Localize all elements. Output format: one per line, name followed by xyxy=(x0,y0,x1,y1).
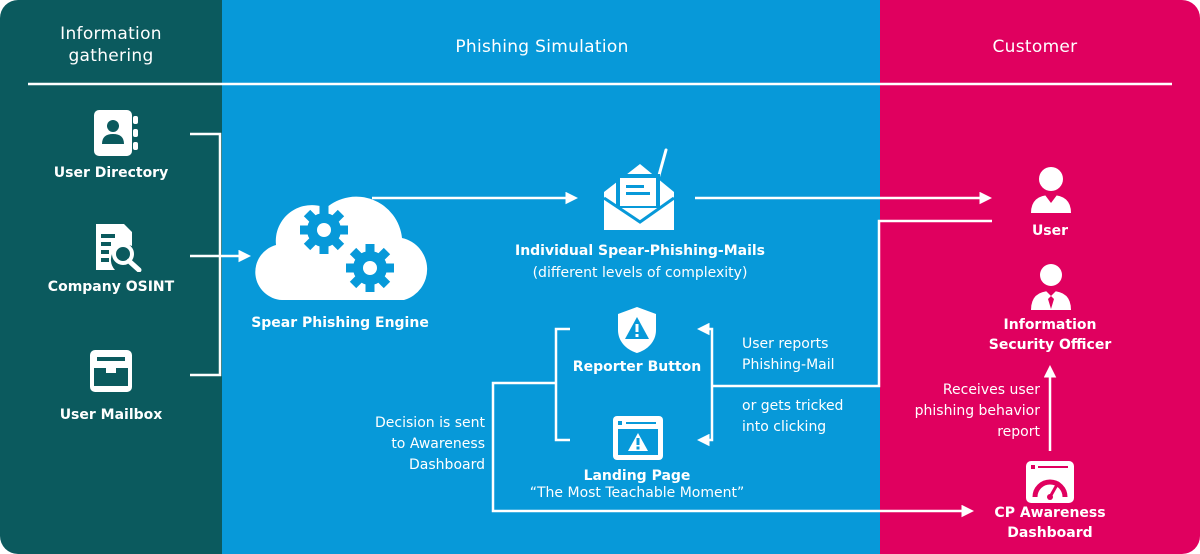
engine-label: Spear Phishing Engine xyxy=(251,315,429,331)
user-return-line xyxy=(712,219,992,388)
warning-shield-icon xyxy=(618,307,656,353)
landing-label: Landing Page xyxy=(583,468,691,484)
user-icon xyxy=(1031,167,1071,213)
inbox-tray-icon xyxy=(90,350,132,392)
reporter-label: Reporter Button xyxy=(572,359,702,375)
source-bracket xyxy=(190,132,222,377)
user-directory-label: User Directory xyxy=(53,165,169,181)
information-gathering-column xyxy=(0,0,222,554)
company-osint-label: Company OSINT xyxy=(47,279,175,295)
reporter-landing-bracket xyxy=(554,327,570,442)
mails-sublabel: (different levels of complexity) xyxy=(532,265,748,281)
decision-note: Decision is sent to Awareness Dashboard xyxy=(375,415,485,473)
decision-to-dashboard-arrow xyxy=(491,381,974,518)
info-column-title: Information gathering xyxy=(60,24,162,66)
click-arrow xyxy=(697,386,714,447)
document-search-icon xyxy=(96,224,142,272)
gauge-dashboard-icon xyxy=(1026,461,1074,503)
user-label: User xyxy=(1031,223,1069,239)
mails-label: Individual Spear-Phishing-Mails xyxy=(514,243,766,259)
cloud-gears-icon xyxy=(255,196,428,300)
fishing-mail-icon xyxy=(603,148,675,230)
phishing-column-title: Phishing Simulation xyxy=(455,37,629,57)
customer-column-title: Customer xyxy=(992,37,1078,57)
receives-report-note: Receives user phishing behavior report xyxy=(914,382,1040,440)
officer-icon xyxy=(1031,264,1071,310)
officer-label: Information Security Officer xyxy=(988,317,1112,353)
user-mailbox-label: User Mailbox xyxy=(59,407,163,423)
user-reports-note: User reports Phishing-Mail xyxy=(742,336,835,373)
contact-book-icon xyxy=(94,110,138,156)
report-arrow xyxy=(697,322,714,386)
tricked-note: or gets tricked into clicking xyxy=(742,398,844,435)
dashboard-label: CP Awareness Dashboard xyxy=(994,505,1106,541)
warning-window-icon xyxy=(613,416,663,460)
landing-sublabel: “The Most Teachable Moment” xyxy=(529,485,745,501)
